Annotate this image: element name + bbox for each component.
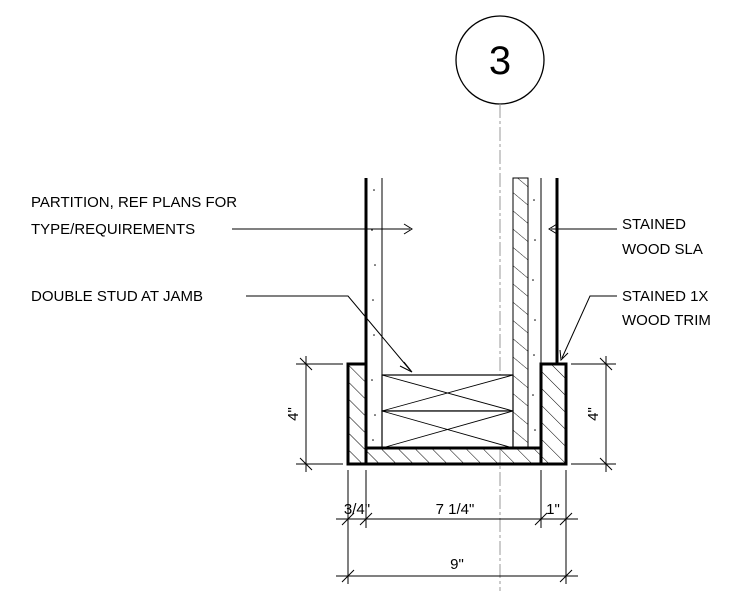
left-offset-dim: 3/4" [344,501,370,518]
wood-trim [346,362,568,466]
right-gyp-hatched [512,177,529,449]
leaders [232,223,617,373]
stained-trim-note-line1: STAINED 1X [622,288,708,305]
left-height-dim: 4" [285,407,302,421]
stained-wood-note-line1: STAINED [622,216,686,233]
gyp-speckle [371,189,536,441]
detail-tag: 3 [455,15,545,105]
dimension-text: 4" 4" 3/4" 7 1/4" 1" 9" [285,407,602,573]
dimension-lines [296,356,616,584]
stained-wood-note-line2: WOOD SLA [622,241,703,258]
detail-tag-number: 3 [489,39,511,83]
middle-dim: 7 1/4" [436,501,475,518]
right-height-dim: 4" [585,407,602,421]
partition-note-line2: TYPE/REQUIREMENTS [31,221,195,238]
notes: PARTITION, REF PLANS FOR TYPE/REQUIREMEN… [31,194,711,329]
jamb-board [364,446,543,466]
partition-note-line1: PARTITION, REF PLANS FOR [31,194,237,211]
left-trim [346,362,368,466]
right-trim [539,362,568,466]
stained-trim-note-line2: WOOD TRIM [622,312,711,329]
total-dim: 9" [450,556,464,573]
double-stud [381,374,514,449]
double-stud-note: DOUBLE STUD AT JAMB [31,288,203,305]
right-offset-dim: 1" [546,501,560,518]
